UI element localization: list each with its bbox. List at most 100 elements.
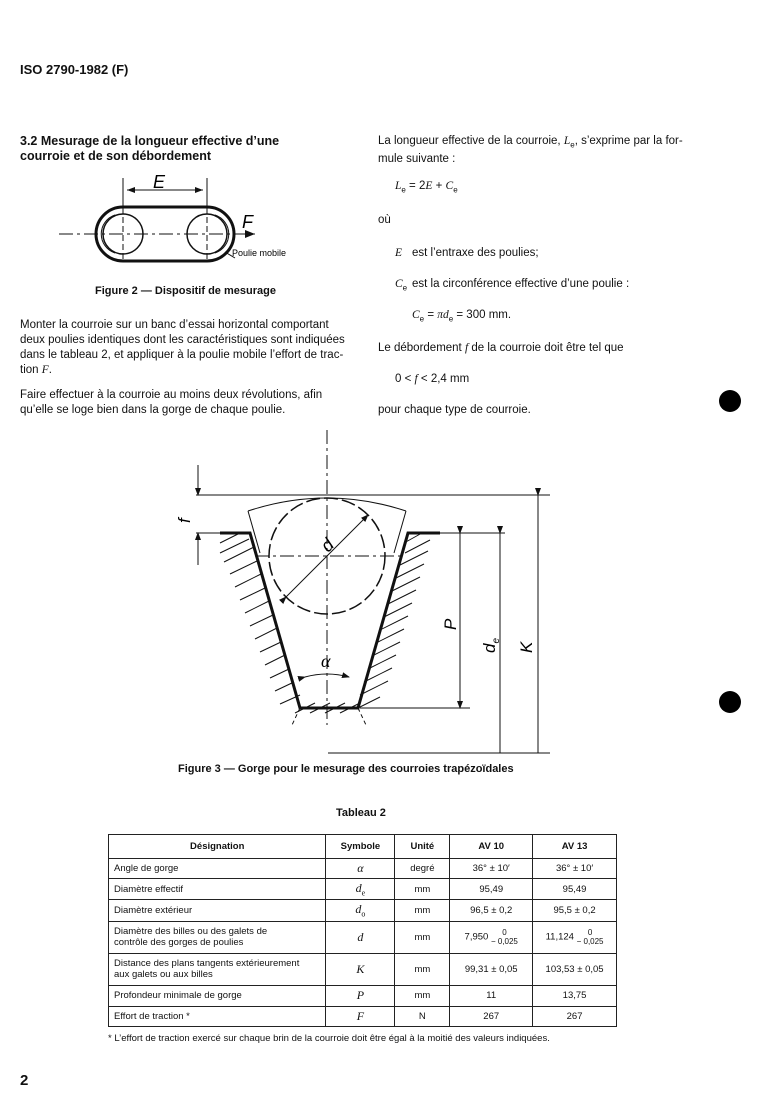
text-segment: La longueur effective de la courroie, <box>378 135 564 147</box>
paragraph-revolutions: Faire effectuer à la courroie au moins d… <box>20 388 350 418</box>
table-row: Diamètre effectif de mm 95,49 95,49 <box>107 877 617 901</box>
cell-unite: mm <box>394 952 451 986</box>
header-symbole: Symbole <box>325 834 396 859</box>
table-row: Diamètre extérieur do mm 96,5 ± 0,2 95,5… <box>107 899 617 922</box>
cell-av10: 7,950 0− 0,025 <box>449 920 534 954</box>
cell-unite: mm <box>394 984 451 1007</box>
formula-text: = 2 <box>405 180 426 192</box>
formula-symbol: C <box>412 309 420 321</box>
cell-designation: Angle de gorge <box>107 858 327 879</box>
tolerance-base: 11,124 <box>545 931 574 943</box>
paragraph-mounting-line1: Monter la courroie sur un banc d’essai h… <box>20 319 329 331</box>
text-segment: . <box>48 364 52 376</box>
table-row: Effort de traction * F N 267 267 <box>107 1005 617 1027</box>
binding-hole-top <box>719 390 741 412</box>
variable-c: C <box>395 278 403 290</box>
text-ou: où <box>378 214 391 226</box>
text-segment: < 2,4 mm <box>417 373 470 385</box>
text-segment: de la courroie doit être tel que <box>468 342 624 354</box>
tolerance-base: 7,950 <box>464 931 489 943</box>
cell-unite: N <box>394 1005 451 1027</box>
formula-symbol: L <box>395 180 402 192</box>
cell-symbole: do <box>325 899 396 922</box>
text-debordement: Le débordement f de la courroie doit êtr… <box>378 341 624 356</box>
inequality-f: 0 < f < 2,4 mm <box>395 372 469 387</box>
cell-unite: degré <box>394 858 451 879</box>
formula-symbol: d <box>443 309 449 321</box>
formula-ce: Ce = πde = 300 mm. <box>412 309 511 323</box>
tolerance-upper: 0 <box>587 928 593 938</box>
section-heading: 3.2 Mesurage de la longueur effective d’… <box>20 134 279 164</box>
cell-symbole: F <box>325 1005 396 1027</box>
figure-3-caption: Figure 3 — Gorge pour le mesurage des co… <box>178 763 514 775</box>
cell-av10: 36° ± 10′ <box>449 858 534 879</box>
table-row: Profondeur minimale de gorge P mm 11 13,… <box>107 984 617 1007</box>
cell-av13: 95,5 ± 0,2 <box>532 899 617 922</box>
table-header-row: Désignation Symbole Unité AV 10 AV 13 <box>107 834 617 859</box>
cell-av10: 96,5 ± 0,2 <box>449 899 534 922</box>
designation-line1: Diamètre des billes ou des galets de <box>114 926 268 938</box>
page-number: 2 <box>20 1072 29 1089</box>
section-heading-line1: 3.2 Mesurage de la longueur effective d’… <box>20 134 280 148</box>
definition-text: est la circonférence effective d’une pou… <box>412 278 630 290</box>
symbol-d: d <box>355 881 362 895</box>
header-av10: AV 10 <box>449 834 534 859</box>
tolerance-limits: 0− 0,025 <box>577 928 604 946</box>
figure-2-measuring-device: E F Poulie mobile <box>59 172 286 263</box>
cell-designation: Diamètre effectif <box>107 877 327 901</box>
figure-3-label-p: P <box>441 618 460 630</box>
cell-av13: 13,75 <box>532 984 617 1007</box>
figure-3-label-d: d <box>317 534 339 556</box>
cell-symbole: d <box>325 920 396 954</box>
header-designation: Désignation <box>107 834 327 859</box>
paragraph-mounting-line2: deux poulies identiques dont les caracté… <box>20 334 345 346</box>
formula-symbol: E <box>425 180 433 192</box>
variable-f: f <box>464 342 469 354</box>
table-2-footnote: * L’effort de traction exercé sur chaque… <box>108 1033 550 1044</box>
symbol-d: d <box>355 902 362 917</box>
cell-av13: 267 <box>532 1005 617 1027</box>
tolerance-lower: − 0,025 <box>576 937 604 947</box>
figure-3-label-k: K <box>517 641 536 653</box>
definition-text: est l’entraxe des poulies; <box>412 247 539 259</box>
text-segment: Le débordement <box>378 342 465 354</box>
subscript: e <box>448 314 454 324</box>
cell-av10: 99,31 ± 0,05 <box>449 952 534 986</box>
formula-text: + <box>432 180 446 192</box>
text-per-belt-type: pour chaque type de courroie. <box>378 404 531 416</box>
cell-designation: Diamètre extérieur <box>107 899 327 922</box>
subscript: e <box>453 185 458 195</box>
table-2-title: Tableau 2 <box>336 807 386 819</box>
cell-symbole: α <box>325 858 396 879</box>
cell-symbole: de <box>325 877 396 901</box>
document-header: ISO 2790-1982 (F) <box>20 62 129 77</box>
table-row: Distance des plans tangents extérieureme… <box>107 952 617 986</box>
figure-3-label-alpha: α <box>321 651 331 671</box>
subscript: e <box>361 888 366 898</box>
section-heading-line2: courroie et de son débordement <box>20 149 212 163</box>
intro-line2: mule suivante : <box>378 153 456 166</box>
variable-l: L <box>563 135 571 147</box>
subscript: o <box>361 909 366 919</box>
figure-3-groove-drawing: f d α P de K <box>175 430 550 754</box>
cell-av10: 267 <box>449 1005 534 1027</box>
formula-le: Le = 2E + Ce <box>395 180 458 194</box>
cell-av13: 95,49 <box>532 877 617 901</box>
symbol-d: d <box>480 643 499 653</box>
variable-f: f <box>414 373 418 385</box>
cell-av10: 95,49 <box>449 877 534 901</box>
figure-2-label-f: F <box>242 212 254 232</box>
intro-line1: La longueur effective de la courroie, Le… <box>378 134 718 152</box>
paragraph-mounting-line4: tion F. <box>20 363 350 378</box>
tolerance-lower: − 0,025 <box>490 937 518 947</box>
paragraph-mounting: Monter la courroie sur un banc d’essai h… <box>20 318 350 378</box>
cell-av13: 36° ± 10′ <box>532 858 617 879</box>
formula-text: = 300 mm. <box>453 309 512 321</box>
formula-symbol: C <box>445 180 454 192</box>
variable-f: F <box>41 364 49 376</box>
figure-3-label-f: f <box>175 516 194 523</box>
designation-line2: aux galets ou aux billes <box>114 969 213 981</box>
